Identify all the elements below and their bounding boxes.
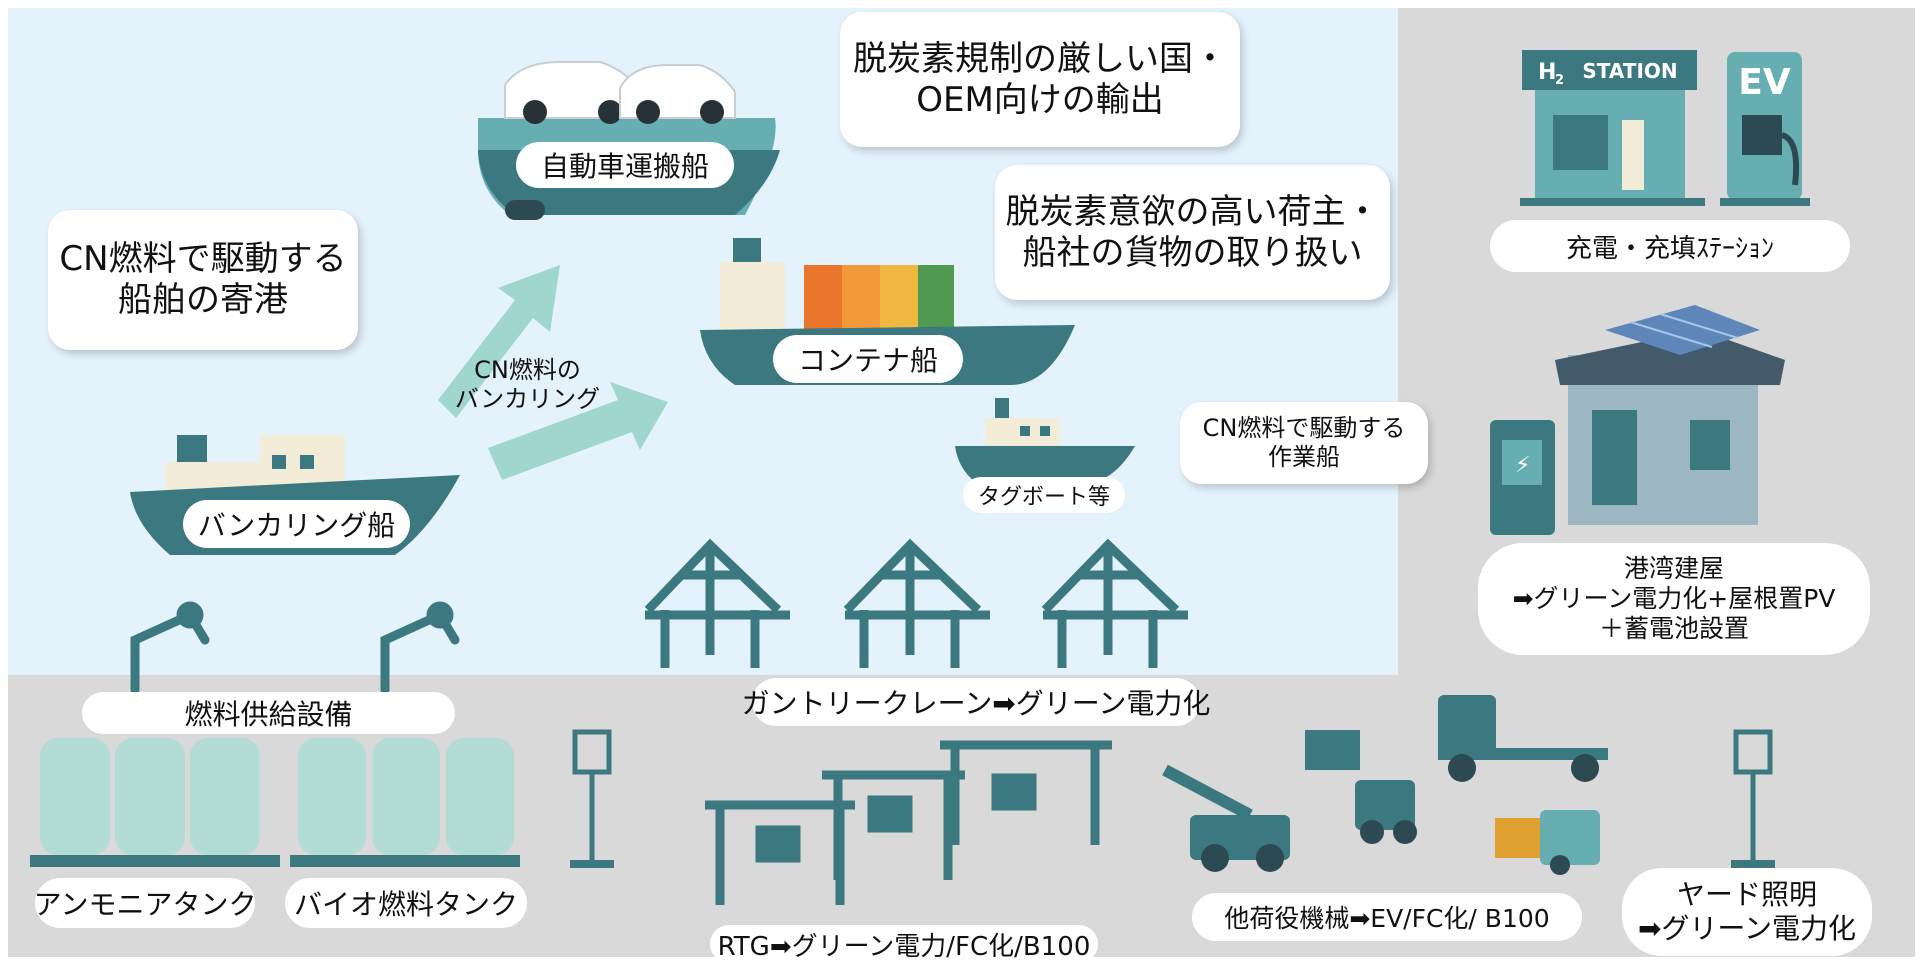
bunkering-arrow-label: CN燃料の バンカリング [440,350,615,420]
bubble-line: 脱炭素規制の厳しい国・ [853,38,1227,79]
svg-text:2: 2 [1555,73,1564,88]
bunkering-arrow-right [488,382,668,480]
bunkering-ship-label: バンカリング船 [183,500,410,548]
fuel-supply-arm-icon [130,601,210,695]
bunkering-arrow-up [438,265,560,418]
biofuel-tank-label: バイオ燃料タンク [285,878,527,928]
tugboat-label: タグボート等 [963,477,1125,513]
yard-light-label: ヤード照明 ➡グリーン電力化 [1622,868,1872,956]
biofuel-tanks-icon [290,738,520,867]
rtg-label: RTG➡グリーン電力/FC化/B100 [710,925,1098,963]
gantry-crane-label: ガントリークレーン➡グリーン電力化 [742,678,1210,726]
gantry-crane [1041,538,1188,668]
bubble-line: CN燃料で駆動する [59,239,347,280]
truck-icon [1438,695,1608,782]
h2-station-sign: STATION [1582,59,1678,83]
car-icon [619,64,736,124]
yard-light-label-line: ヤード照明 [1676,878,1817,912]
reach-stacker-icon [1162,764,1290,872]
ammonia-tank-label: アンモニアタンク [34,878,256,928]
building-label-line: ➡グリーン電力化+屋根置PV [1512,584,1836,613]
ev-sign: EV [1738,61,1791,103]
port-building-label: 港湾建屋 ➡グリーン電力化+屋根置PV ＋蓄電池設置 [1478,543,1870,655]
container-speech-bubble: 脱炭素意欲の高い荷主・ 船社の貨物の取り扱い [995,165,1390,300]
bubble-line: OEM向けの輸出 [916,79,1164,120]
yard-light-icon [570,729,614,868]
gantry-crane [843,538,990,668]
bunkering-speech-bubble: CN燃料で駆動する 船舶の寄港 [48,210,358,350]
other-equipment-label: 他荷役機械➡EV/FC化/ B100 [1192,893,1582,941]
svg-text:⚡: ⚡ [1515,453,1530,478]
arrow-label-line: CN燃料の [474,356,581,385]
port-building-icon [1555,305,1785,525]
fuel-supply-label: 燃料供給設備 [82,692,455,734]
building-label-line: ＋蓄電池設置 [1598,614,1749,643]
yard-light-icon [1731,729,1775,868]
car-icon [504,61,641,124]
forklift-icon [1305,730,1417,844]
bubble-line: 船社の貨物の取り扱い [1022,232,1363,273]
bubble-line: CN燃料で駆動する [1202,414,1406,443]
car-carrier-speech-bubble: 脱炭素規制の厳しい国・ OEM向けの輸出 [840,12,1240,147]
bubble-line: 作業船 [1268,443,1340,471]
ev-charger-icon [1720,52,1810,206]
car-carrier-label: 自動車運搬船 [516,142,734,188]
building-label-line: 港湾建屋 [1623,554,1724,583]
storage-battery-icon: ⚡ [1490,420,1555,535]
rtg-crane [822,770,965,880]
arrow-label-line: バンカリング [454,385,601,413]
rtg-crane [940,740,1112,845]
container-ship-label: コンテナ船 [773,335,963,383]
fuel-supply-arm-icon [380,601,460,695]
bubble-line: 脱炭素意欲の高い荷主・ [1005,191,1380,232]
bubble-line: 船舶の寄港 [118,280,288,320]
gantry-crane [644,538,790,668]
small-forklift-icon [1495,810,1600,875]
svg-text:H: H [1538,60,1556,85]
yard-light-label-line: ➡グリーン電力化 [1637,912,1857,945]
tugboat [955,398,1135,482]
charging-station-label: 充電・充填ｽﾃｰｼｮﾝ [1490,220,1850,272]
ammonia-tanks-icon [30,738,280,867]
tugboat-speech-bubble: CN燃料で駆動する 作業船 [1180,402,1428,484]
hydrogen-station-icon: H 2 [1520,50,1705,206]
